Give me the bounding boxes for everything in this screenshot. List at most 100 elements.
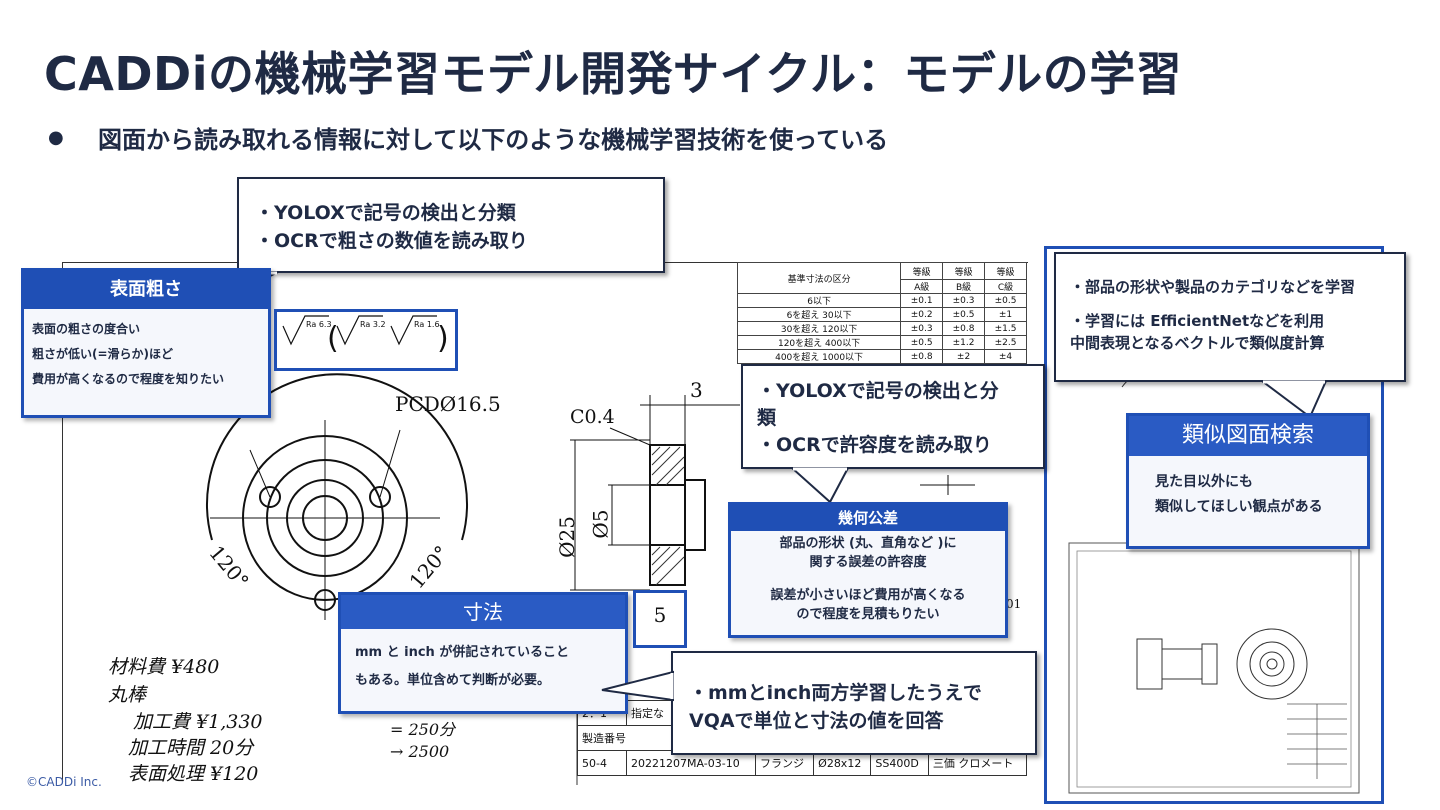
description-line: もある。単位含めて判断が必要。: [355, 673, 551, 688]
table-cell: ±0.1: [900, 293, 944, 308]
table-cell: ±1: [984, 307, 1027, 322]
table-row: 400を超え 1000以下±0.8±2±4: [736, 349, 1027, 364]
table-row: 6を超え 30以下±0.2±0.5±1: [736, 307, 1027, 322]
dimension-header: 寸法: [341, 595, 625, 629]
flange-hole-2: [369, 486, 391, 508]
dimension-value: 5: [653, 603, 667, 627]
table-row: 120を超え 400以下±0.5±1.2±2.5: [736, 335, 1027, 350]
callout-line: ・OCRで粗さの数値を読み取り: [255, 230, 528, 252]
table-cell: ±0.8: [900, 349, 944, 364]
flange-outer-arc: [206, 373, 468, 541]
callout-line: [1070, 298, 1404, 310]
callout-line: 中間表現となるベクトルで類似度計算: [1070, 334, 1325, 352]
drawing-sketch: [206, 373, 975, 785]
ra-label: Ra 3.2: [360, 320, 386, 329]
table-header: 等級: [900, 262, 944, 280]
table-cell: ±1.2: [942, 335, 986, 350]
description-line: ので程度を見積もりたい: [796, 607, 940, 622]
dim-5-label: Ø5: [588, 509, 613, 539]
table-subheader: B級: [942, 279, 986, 294]
callout-line: ・OCRで許容度を読み取り: [757, 434, 992, 456]
description-line: 費用が高くなるので程度を知りたい: [32, 372, 225, 386]
callout-line: 類: [757, 407, 777, 429]
chamfer-label: C0.4: [570, 406, 615, 428]
ra-label: Ra 1.6: [414, 320, 440, 329]
description-line: 誤差が小さいほど費用が高くなる: [770, 588, 966, 603]
description-line: 表面の粗さの度合い: [32, 322, 141, 336]
callout-tail: [790, 467, 850, 504]
table-header: 等級: [984, 262, 1027, 280]
roughness-ml-callout: ・YOLOXで記号の検出と分類 ・OCRで粗さの数値を読み取り: [237, 177, 665, 273]
callout-line: VQAで単位と寸法の値を回答: [689, 710, 944, 732]
description-line: 類似してほしい観点がある: [1155, 499, 1323, 515]
tolerance-ml-callout: ・YOLOXで記号の検出と分 類 ・OCRで許容度を読み取り: [741, 364, 1045, 469]
dimension-ml-callout: ・mmとinch両方学習したうえで VQAで単位と寸法の値を回答: [671, 651, 1037, 755]
table-cell: 120を超え 400以下: [736, 335, 902, 350]
surface-roughness-header: 表面粗さ: [24, 271, 268, 309]
tail-01-label: 01: [1006, 597, 1022, 611]
table-cell: ±2.5: [984, 335, 1027, 350]
flange-hole-1: [259, 486, 281, 508]
title-block-cell: 50-4: [577, 750, 627, 776]
table-cell: 30を超え 120以下: [736, 321, 902, 336]
similar-search-box: 類似図面検索 見た目以外にも 類似してほしい観点がある: [1126, 413, 1370, 549]
table-row: 6以下±0.1±0.3±0.5: [736, 293, 1027, 308]
bullet-line: ● 図面から読み取れる情報に対して以下のような機械学習技術を使っている: [48, 120, 888, 155]
handwritten-note: → 2500: [390, 742, 450, 761]
description-line: 関する誤差の許容度: [809, 555, 927, 570]
table-cell: 6以下: [736, 293, 902, 308]
callout-line: ・mmとinch両方学習したうえで: [689, 682, 982, 704]
handwritten-note: 丸棒: [108, 684, 147, 706]
similar-drawing-thumbnail: [1068, 364, 1360, 794]
description-line: 粗さが低い(=滑らか)ほど: [32, 347, 174, 361]
table-row: 30を超え 120以下±0.3±0.8±1.5: [736, 321, 1027, 336]
table-cell: ±1.5: [984, 321, 1027, 336]
table-header: 等級: [942, 262, 986, 280]
similar-search-header: 類似図面検索: [1129, 416, 1367, 456]
callout-line: ・学習には EfficientNetなどを利用: [1070, 312, 1325, 330]
description-line: mm と inch が併記されていること: [355, 645, 569, 660]
table-cell: ±0.5: [900, 335, 944, 350]
roughness-symbols: ( ) Ra 6.3 Ra 3.2 Ra 1.6: [274, 309, 458, 371]
bullet-text: 図面から読み取れる情報に対して以下のような機械学習技術を使っている: [98, 126, 889, 154]
table-cell: ±0.8: [942, 321, 986, 336]
handwritten-note: 表面処理 ¥120: [128, 763, 259, 785]
geometric-tolerance-header: 幾何公差: [731, 505, 1005, 531]
table-cell: 400を超え 1000以下: [736, 349, 902, 364]
handwritten-note: 加工時間 20分: [128, 737, 254, 759]
description-line: 部品の形状 (丸、直角など )に: [779, 536, 957, 551]
dimension-box: 寸法 mm と inch が併記されていること もある。単位含めて判断が必要。: [338, 592, 628, 714]
table-cell: ±0.3: [900, 321, 944, 336]
handwritten-note: 材料費 ¥480: [108, 656, 220, 678]
callout-tail: [1260, 380, 1328, 419]
page-title: CADDiの機械学習モデル開発サイクル：モデルの学習: [44, 47, 1183, 101]
table-cell: ±0.5: [942, 307, 986, 322]
pcd-label: PCDØ16.5: [395, 392, 501, 416]
dim-3-label: 3: [690, 378, 703, 402]
surface-roughness-box: 表面粗さ 表面の粗さの度合い 粗さが低い(=滑らか)ほど 費用が高くなるので程度…: [21, 268, 271, 418]
table-cell: ±0.3: [942, 293, 986, 308]
callout-line: ・部品の形状や製品のカテゴリなどを学習: [1070, 278, 1356, 296]
ra-label: Ra 6.3: [306, 320, 332, 329]
table-cell: 6を超え 30以下: [736, 307, 902, 322]
dimension-highlight: 5: [633, 590, 687, 648]
geometric-tolerance-box: 幾何公差 部品の形状 (丸、直角など )に 関する誤差の許容度 誤差が小さいほど…: [728, 502, 1008, 638]
description-line: 見た目以外にも: [1155, 474, 1253, 490]
table-cell: ±0.2: [900, 307, 944, 322]
handwritten-note: 加工費 ¥1,330: [133, 711, 263, 733]
svg-text:): ): [437, 321, 449, 356]
svg-text:(: (: [327, 321, 339, 356]
roughness-symbol-icons: ( ): [282, 315, 449, 356]
handwritten-note: = 250分: [390, 720, 456, 739]
table-cell: ±2: [942, 349, 986, 364]
table-subheader: C級: [984, 279, 1027, 294]
table-cell: ±4: [984, 349, 1027, 364]
table-header: 基準寸法の区分: [736, 262, 902, 294]
description-line: [731, 572, 1005, 586]
table-subheader: A級: [900, 279, 944, 294]
tolerance-table: 基準寸法の区分 等級 等級 等級 A級 B級 C級 6以下±0.1±0.3±0.…: [736, 262, 1027, 364]
callout-line: ・YOLOXで記号の検出と分: [757, 380, 999, 402]
footer-copyright: ©CADDi Inc.: [26, 775, 102, 789]
dim-25-label: Ø25: [554, 516, 579, 558]
bullet-dot: ●: [48, 127, 64, 148]
